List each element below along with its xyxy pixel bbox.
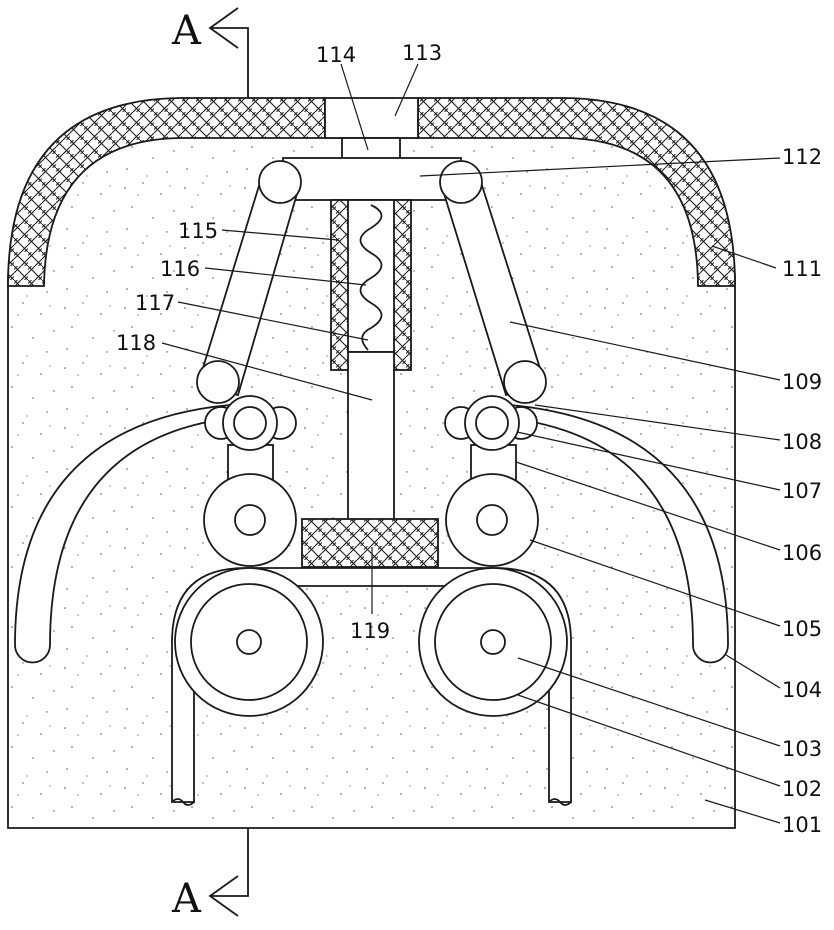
pressing-block [302,519,438,567]
label-109: 109 [782,370,822,394]
label-119: 119 [350,619,390,643]
left-top-pivot [259,161,301,203]
label-112: 112 [782,145,822,169]
section-line-top [210,28,248,98]
vertical-shaft [342,138,400,160]
label-116: 116 [160,257,200,281]
left-middle-roller-hub [235,505,265,535]
label-101: 101 [782,813,822,837]
label-117: 117 [135,291,175,315]
label-107: 107 [782,479,822,503]
section-line-bottom [210,828,248,896]
label-103: 103 [782,737,822,761]
label-114: 114 [316,43,356,67]
right-drive-roller-hub [481,630,505,654]
left-guide-roller-core [234,407,266,439]
right-middle-roller-hub [477,505,507,535]
label-113: 113 [402,41,442,65]
left-bottom-pivot [197,361,239,403]
label-118: 118 [116,331,156,355]
label-115: 115 [178,219,218,243]
crossbar [283,158,461,200]
right-top-pivot [440,161,482,203]
label-104: 104 [782,678,822,702]
spring-chamber [348,200,394,352]
label-111: 111 [782,257,822,281]
section-marker-top: A [171,8,202,54]
section-marker-bottom: A [171,876,202,922]
label-106: 106 [782,541,822,565]
label-105: 105 [782,617,822,641]
right-guide-roller-core [476,407,508,439]
left-drive-roller-hub [237,630,261,654]
piston-rod [348,352,394,520]
top-slot-block [325,98,418,138]
right-bottom-pivot [504,361,546,403]
label-108: 108 [782,430,822,454]
label-102: 102 [782,777,822,801]
